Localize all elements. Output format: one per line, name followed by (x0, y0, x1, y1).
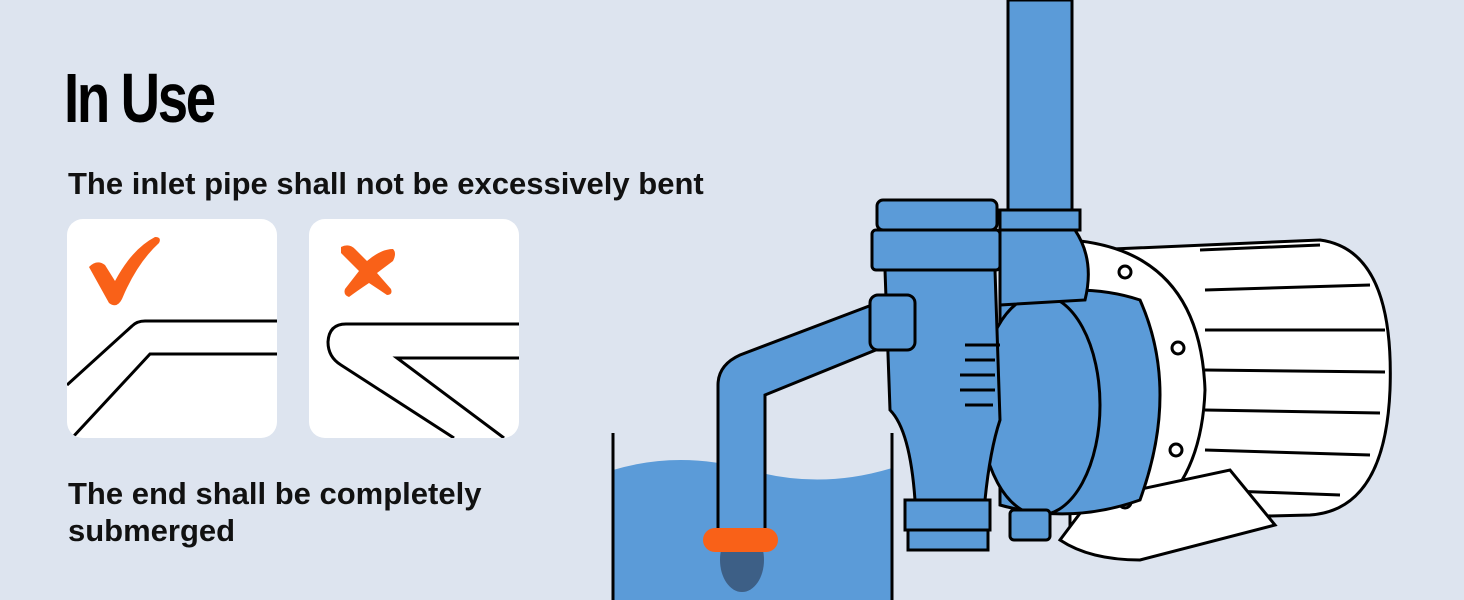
submerge-instruction-line2: submerged (68, 513, 236, 548)
cross-icon (341, 245, 395, 297)
pipe-end-ring (703, 528, 778, 552)
gentle-bend-pipe (67, 319, 277, 438)
submerge-instruction-line1: The end shall be completely (68, 476, 482, 511)
incorrect-example-card (309, 219, 519, 438)
bend-instruction: The inlet pipe shall not be excessively … (68, 166, 704, 201)
sharp-bend-pipe (326, 322, 519, 438)
correct-example-card (67, 219, 277, 438)
check-icon (89, 237, 160, 306)
page-title: In Use (64, 59, 216, 137)
pump-body (716, 0, 1162, 552)
